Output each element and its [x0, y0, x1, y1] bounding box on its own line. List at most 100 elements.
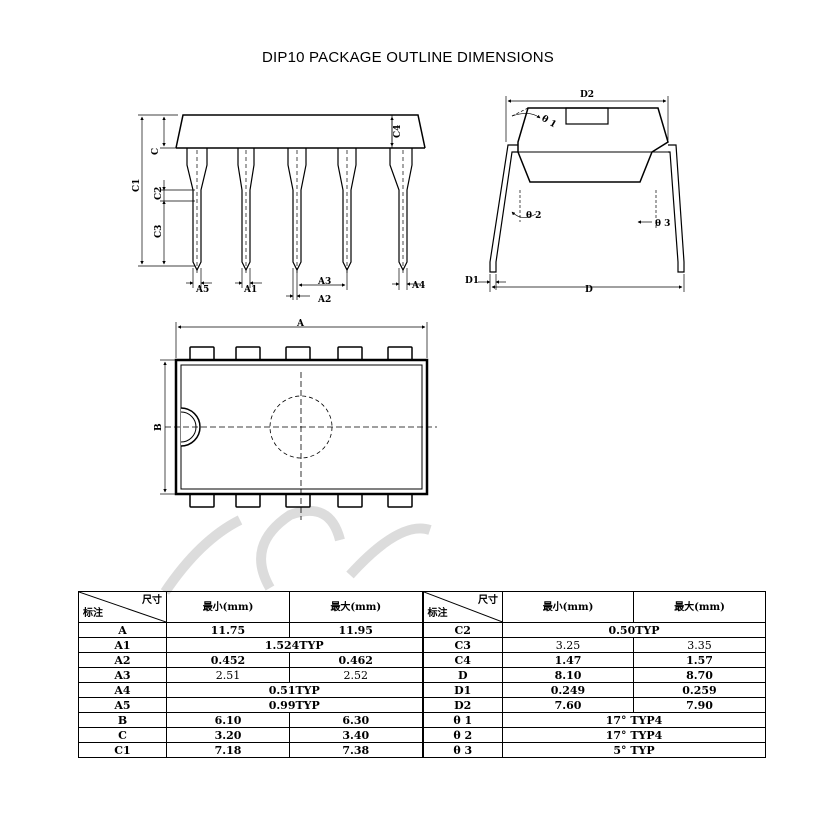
dimension-name: D2: [421, 697, 503, 713]
dimension-min: 7.18: [166, 742, 290, 758]
label-a3: A3: [317, 277, 331, 287]
dimension-name: A4: [78, 682, 167, 698]
top-leads-lower: [189, 492, 413, 508]
dimension-typical: 0.50TYP: [502, 622, 766, 638]
dimension-name: A: [78, 622, 167, 638]
dimension-name: C2: [421, 622, 503, 638]
label-a5: A5: [195, 285, 209, 295]
dimension-max: 11.95: [289, 622, 423, 638]
pin1-notch: [180, 407, 201, 447]
top-dimension-labels: A B: [154, 319, 305, 431]
corner-label-size: 尺寸: [478, 595, 498, 606]
dimension-name: A3: [78, 667, 167, 683]
front-view: [138, 114, 426, 300]
front-body-outline: [175, 114, 426, 149]
dimension-name: D: [421, 667, 503, 683]
dimension-max: 2.52: [289, 667, 423, 683]
dimension-name: A5: [78, 697, 167, 713]
dimension-max: 0.259: [633, 682, 766, 698]
dimension-name: A2: [78, 652, 167, 668]
dimension-typical: 17° TYP4: [502, 712, 766, 728]
table-header-row: 尺寸标注最小(mm)最大(mm)尺寸标注最小(mm)最大(mm): [78, 591, 766, 623]
dimension-min: 11.75: [166, 622, 290, 638]
side-lead-left: [489, 144, 518, 273]
top-leads-upper: [189, 346, 413, 362]
label-theta3: θ 3: [655, 219, 670, 229]
dimension-max: 3.35: [633, 637, 766, 653]
side-notch: [565, 107, 609, 125]
dimension-max: 7.90: [633, 697, 766, 713]
page-title: DIP10 PACKAGE OUTLINE DIMENSIONS: [261, 49, 555, 66]
label-d: D: [585, 285, 593, 295]
dimension-name: C3: [421, 637, 503, 653]
table-corner-header: 尺寸标注: [421, 591, 503, 623]
label-a2: A2: [317, 295, 331, 305]
label-theta2: θ 2: [526, 211, 541, 221]
dimension-max: 0.462: [289, 652, 423, 668]
package-outline-drawing: C1 C C2 C3 C4 A5 A1 A3 A2 A4: [132, 90, 685, 520]
dimension-min: 6.10: [166, 712, 290, 728]
dimension-name: θ 1: [421, 712, 503, 728]
dimension-max: 6.30: [289, 712, 423, 728]
label-d1: D1: [465, 276, 479, 286]
dimension-typical: 0.51TYP: [166, 682, 423, 698]
front-leads: [186, 148, 413, 272]
header-min: 最小(mm): [166, 591, 290, 623]
front-centerlines: [196, 150, 404, 275]
dimension-typical: 1.524TYP: [166, 637, 423, 653]
dimension-typical: 0.99TYP: [166, 697, 423, 713]
label-c2: C2: [154, 187, 164, 200]
top-view: [160, 322, 437, 520]
table-corner-header: 尺寸标注: [78, 591, 167, 623]
label-c4: C4: [393, 125, 403, 138]
label-b: B: [154, 423, 164, 431]
dimension-max: 8.70: [633, 667, 766, 683]
dimension-max: 1.57: [633, 652, 766, 668]
corner-label-size: 尺寸: [142, 595, 162, 606]
label-a4: A4: [411, 281, 425, 291]
dimension-max: 7.38: [289, 742, 423, 758]
dimension-min: 3.20: [166, 727, 290, 743]
front-dimension-labels: C1 C C2 C3 C4 A5 A1 A3 A2 A4: [132, 125, 425, 305]
side-lead-right: [668, 144, 685, 273]
dimension-name: D1: [421, 682, 503, 698]
dimension-name: θ 2: [421, 727, 503, 743]
side-view: [478, 96, 685, 292]
dimension-min: 3.25: [502, 637, 634, 653]
label-c: C: [151, 148, 161, 155]
dimension-min: 0.452: [166, 652, 290, 668]
corner-label-mark: 标注: [83, 608, 103, 619]
dimension-min: 1.47: [502, 652, 634, 668]
dimension-min: 8.10: [502, 667, 634, 683]
front-dimension-lines: [138, 114, 420, 300]
dimension-max: 3.40: [289, 727, 423, 743]
dimension-name: A1: [78, 637, 167, 653]
dimension-typical: 5° TYP: [502, 742, 766, 758]
dimension-name: C4: [421, 652, 503, 668]
dimension-min: 2.51: [166, 667, 290, 683]
dimension-typical: 17° TYP4: [502, 727, 766, 743]
dimension-min: 7.60: [502, 697, 634, 713]
header-max: 最大(mm): [289, 591, 423, 623]
dimension-name: θ 3: [421, 742, 503, 758]
label-a: A: [296, 319, 305, 329]
dimension-name: B: [78, 712, 167, 728]
label-theta1: θ 1: [540, 114, 558, 130]
dimension-min: 0.249: [502, 682, 634, 698]
header-max: 最大(mm): [633, 591, 766, 623]
side-dimension-labels: D2 θ 1 θ 2 θ 3 D1 D: [465, 90, 670, 295]
corner-label-mark: 标注: [427, 608, 448, 619]
dimension-name: C: [78, 727, 167, 743]
label-a1: A1: [243, 285, 257, 295]
